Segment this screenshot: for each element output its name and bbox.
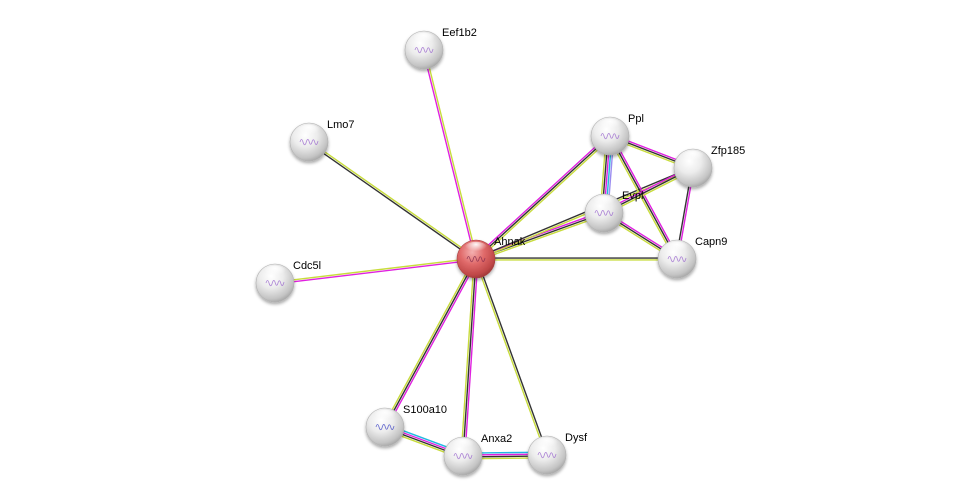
- edge-line-textmining: [607, 136, 676, 261]
- edge-line-textmining: [382, 257, 475, 427]
- edge-ahnak-anxa2[interactable]: [460, 258, 479, 457]
- node-dysf[interactable]: Dysf: [527, 432, 588, 475]
- edge-ahnak-ppl[interactable]: [474, 134, 612, 261]
- edge-line-experiments: [474, 134, 610, 259]
- node-highlight: [598, 118, 622, 133]
- edge-line-experiments: [422, 50, 476, 260]
- node-highlight: [373, 409, 397, 424]
- edge-line-experiments: [386, 259, 479, 429]
- edge-line-textmining: [274, 257, 476, 283]
- edge-line-textmining: [424, 49, 478, 259]
- edge-line-coexpression: [475, 166, 693, 259]
- edge-line-coexpression: [475, 135, 611, 260]
- protein-structure-icon: [453, 453, 473, 460]
- edge-ahnak-s100a10[interactable]: [382, 257, 479, 429]
- edge-ppl-capn9[interactable]: [607, 134, 680, 261]
- node-ppl[interactable]: Ppl: [590, 113, 644, 156]
- node-label: Ppl: [628, 113, 644, 125]
- protein-structure-icon: [537, 452, 557, 459]
- protein-structure-icon: [375, 424, 395, 431]
- edge-ahnak-eef1b2[interactable]: [422, 49, 478, 260]
- node-zfp185[interactable]: Zfp185: [673, 145, 745, 188]
- node-capn9[interactable]: Capn9: [657, 236, 727, 279]
- node-highlight: [297, 124, 321, 139]
- edge-ahnak-capn9[interactable]: [476, 257, 677, 261]
- node-highlight: [592, 195, 616, 210]
- node-label: Capn9: [695, 236, 727, 248]
- node-highlight: [665, 241, 689, 256]
- protein-structure-icon: [667, 256, 687, 263]
- node-highlight: [451, 438, 475, 453]
- node-label: Ahnak: [494, 236, 526, 248]
- edge-line-coexpression: [308, 142, 476, 261]
- node-highlight: [464, 241, 488, 256]
- node-anxa2[interactable]: Anxa2: [443, 433, 512, 476]
- node-label: Dysf: [565, 432, 588, 444]
- edge-ahnak-cdc5l[interactable]: [274, 257, 477, 285]
- edge-line-textmining: [476, 136, 612, 261]
- node-label: Lmo7: [327, 119, 355, 131]
- node-lmo7[interactable]: Lmo7: [289, 119, 355, 162]
- edge-line-experiments: [611, 134, 680, 259]
- edge-line-textmining: [460, 258, 475, 456]
- protein-structure-icon: [594, 210, 614, 217]
- node-highlight: [681, 150, 705, 165]
- edge-line-textmining: [476, 214, 605, 262]
- protein-structure-icon: [414, 47, 434, 54]
- protein-structure-icon: [299, 139, 319, 146]
- node-label: S100a10: [403, 404, 447, 416]
- edge-line-coexpression: [609, 135, 678, 260]
- edge-line-experiments: [275, 259, 477, 285]
- node-highlight: [535, 437, 559, 452]
- edge-line-coexpression: [462, 258, 477, 457]
- edge-line-textmining: [309, 140, 477, 259]
- node-highlight: [412, 32, 436, 47]
- protein-structure-icon: [265, 280, 285, 287]
- node-highlight: [263, 265, 287, 280]
- node-label: Anxa2: [481, 433, 512, 445]
- edge-line-experiments: [464, 259, 479, 457]
- node-label: Zfp185: [711, 145, 745, 157]
- node-ahnak[interactable]: Ahnak: [456, 236, 526, 279]
- edge-line-coexpression: [476, 258, 549, 455]
- node-eef1b2[interactable]: Eef1b2: [404, 27, 477, 70]
- edge-ahnak-lmo7[interactable]: [308, 140, 477, 261]
- edge-line-coexpression: [384, 258, 477, 428]
- node-s100a10[interactable]: S100a10: [365, 404, 447, 447]
- node-label: Eef1b2: [442, 27, 477, 39]
- protein-structure-icon: [466, 256, 486, 263]
- edge-ahnak-dysf[interactable]: [474, 258, 549, 456]
- protein-structure-icon: [600, 133, 620, 140]
- node-label: Cdc5l: [293, 260, 321, 272]
- node-label: Evpl: [622, 190, 643, 202]
- node-evpl[interactable]: Evpl: [584, 190, 643, 233]
- edge-line-textmining: [474, 259, 547, 456]
- node-cdc5l[interactable]: Cdc5l: [255, 260, 321, 303]
